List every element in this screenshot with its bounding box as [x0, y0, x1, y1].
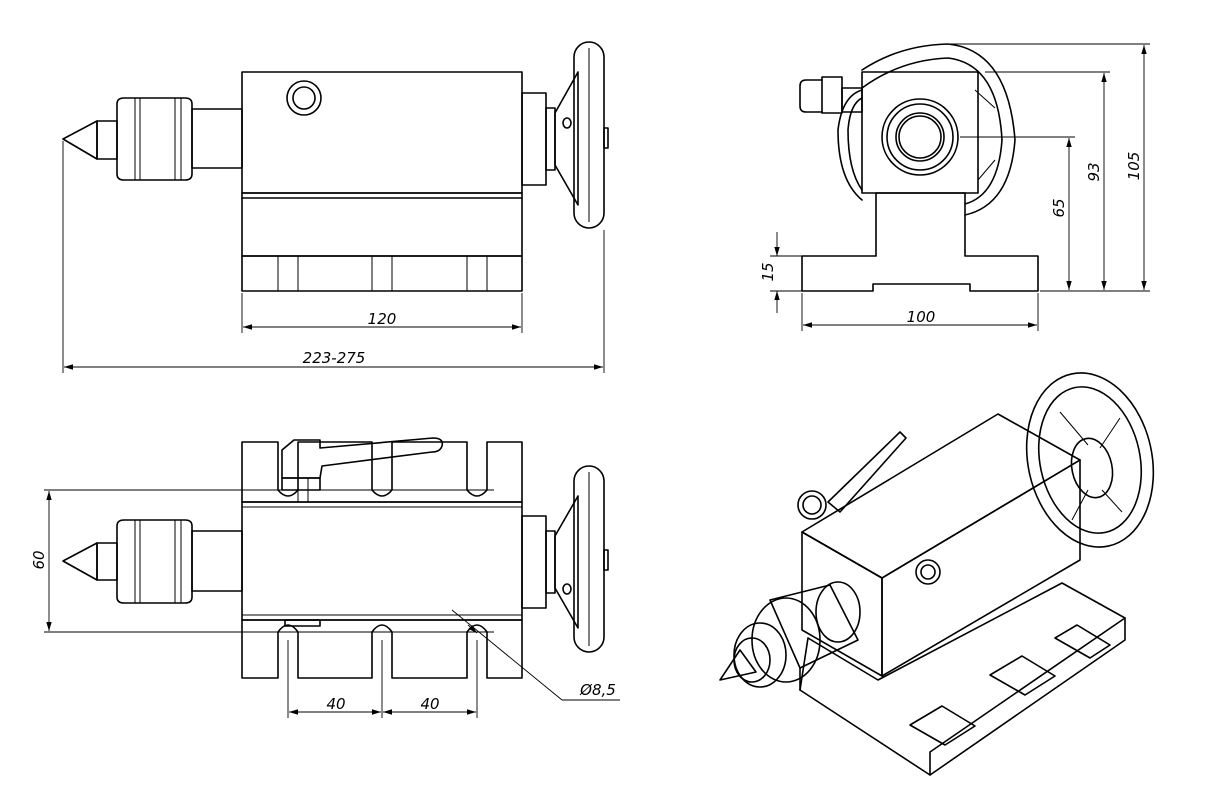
tailstock-body [241, 71, 523, 194]
bore-outer [881, 98, 959, 176]
dim-93: 93 [1085, 162, 1103, 181]
quill [191, 108, 243, 169]
iso-slot [909, 705, 976, 746]
dim-100: 100 [907, 308, 936, 326]
dim-105: 105 [1125, 152, 1143, 181]
dim-60: 60 [30, 550, 48, 569]
lever-handle [281, 437, 444, 479]
isometric-view [719, 372, 1155, 776]
base-top-slots [241, 441, 523, 503]
iso-chuck [751, 597, 821, 683]
side-view [770, 43, 1150, 331]
dim-65: 65 [1050, 198, 1068, 217]
dim-223-275: 223-275 [303, 349, 366, 367]
base [241, 255, 523, 292]
iso-box-front [801, 531, 883, 677]
center-point-cone [62, 120, 98, 160]
oil-cap-icon [286, 80, 322, 116]
drill-chuck [116, 97, 193, 181]
dim-40-a: 40 [326, 695, 345, 713]
iso-box-side [881, 459, 1081, 677]
dim-40-b: 40 [420, 695, 439, 713]
dim-hole-diameter: Ø8,5 [579, 681, 616, 699]
top-view [44, 437, 620, 718]
front-view [62, 41, 609, 373]
iso-center-point [719, 649, 757, 681]
iso-oil-cap-icon [915, 559, 941, 585]
upright [861, 71, 979, 194]
dim-15: 15 [759, 262, 777, 281]
iso-lever [827, 431, 907, 513]
base-plate [801, 192, 1039, 292]
dim-120: 120 [368, 310, 397, 328]
body-top [241, 501, 523, 621]
iso-handwheel-icon [1025, 372, 1155, 548]
iso-base [799, 582, 1126, 776]
